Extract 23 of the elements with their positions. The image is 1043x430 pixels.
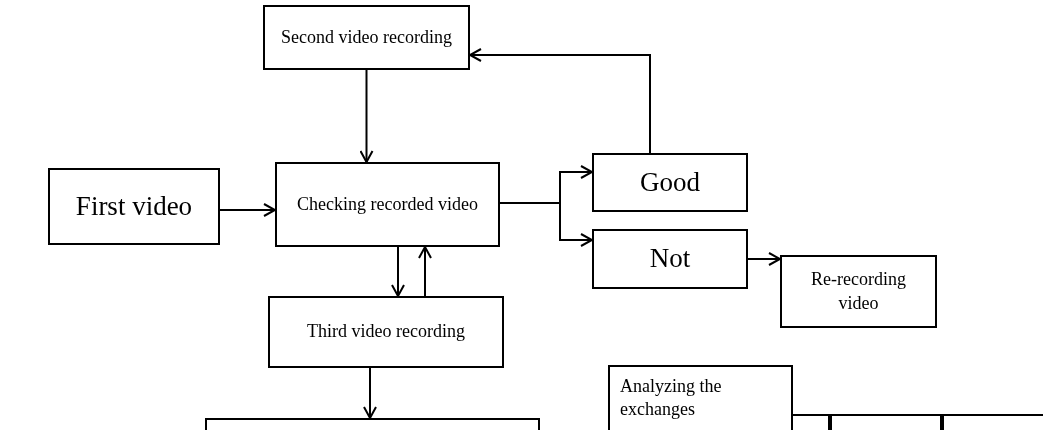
process-box (780, 255, 937, 328)
arrow (359, 69, 374, 163)
arrow (391, 246, 405, 297)
box-label: Good (640, 165, 700, 199)
box-label: Analyzing the exchanges (620, 375, 723, 422)
process-box (592, 229, 748, 289)
process-box (48, 168, 220, 245)
box-label: Checking recorded video (297, 192, 478, 216)
process-box (275, 162, 500, 247)
box-label: Second video recording (281, 25, 452, 49)
box-label: Third video recording (307, 320, 465, 344)
process-box (592, 153, 748, 212)
box-label: First video (75, 189, 193, 223)
arrow (363, 367, 377, 419)
arrow (219, 203, 276, 217)
process-box (263, 5, 470, 70)
box-label: Not (649, 242, 691, 276)
box-label: Re-recording video (810, 268, 907, 315)
arrow (469, 48, 651, 154)
arrow (499, 202, 593, 247)
arrow (418, 246, 432, 297)
arrow (747, 252, 781, 266)
process-box (268, 296, 504, 368)
